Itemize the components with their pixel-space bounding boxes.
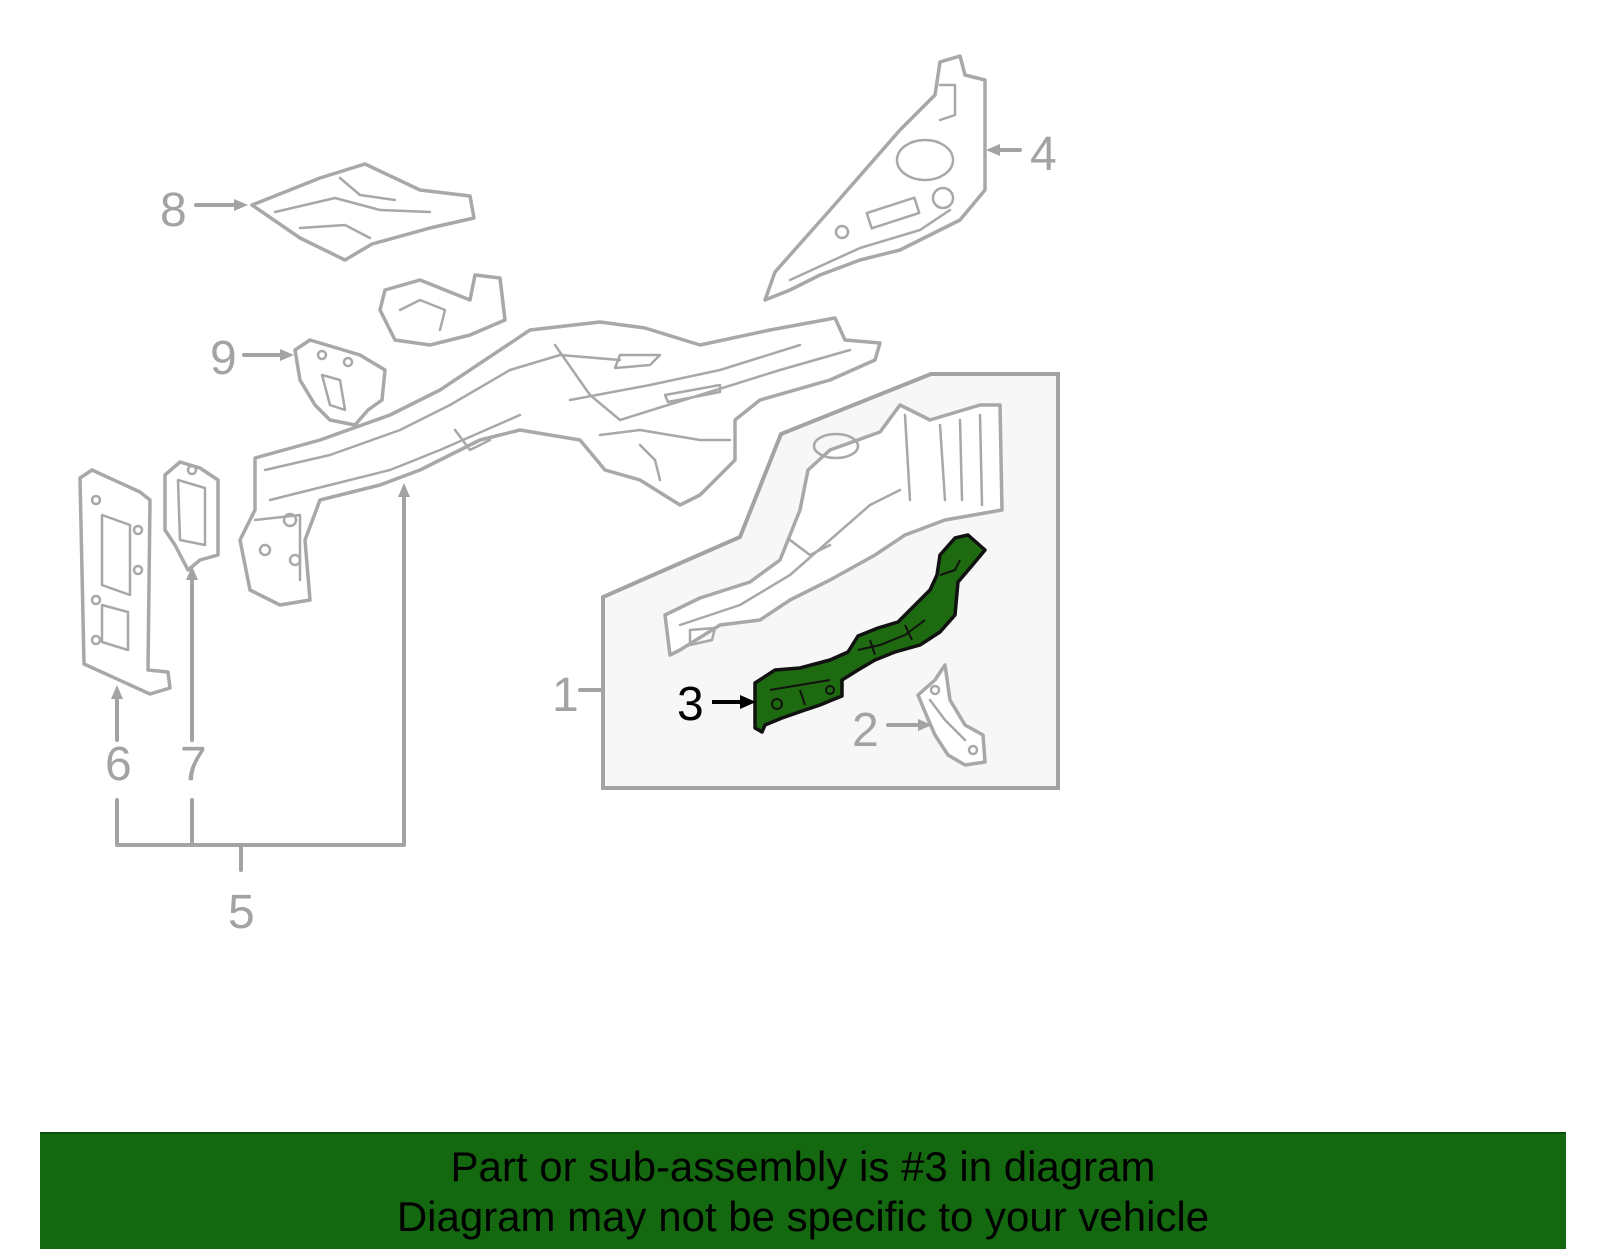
banner-line-1: Part or sub-assembly is #3 in diagram (450, 1143, 1156, 1190)
banner-line-2: Diagram may not be specific to your vehi… (396, 1193, 1210, 1240)
part-3-highlighted[interactable] (753, 533, 987, 734)
callout-8: 8 (160, 184, 187, 237)
leader-lines (111, 144, 1022, 872)
callout-2: 2 (852, 704, 879, 757)
part-5-frame-rail[interactable] (238, 273, 882, 607)
info-banner: Part or sub-assembly is #3 in diagram Di… (40, 1132, 1566, 1249)
part-9-bracket[interactable] (293, 338, 387, 427)
callout-9: 9 (210, 332, 237, 385)
part-2-bracket[interactable] (916, 663, 987, 767)
part-1-assembly[interactable] (663, 403, 1004, 657)
part-7-bracket[interactable] (163, 460, 220, 572)
part-6-plate[interactable] (78, 468, 172, 696)
part-8-plate[interactable] (250, 162, 476, 262)
callout-6: 6 (105, 738, 132, 791)
callout-5: 5 (228, 886, 255, 939)
callout-3: 3 (677, 678, 704, 731)
callout-4: 4 (1030, 128, 1057, 181)
callout-7: 7 (180, 738, 207, 791)
callout-1: 1 (552, 669, 579, 722)
part-4-side-panel[interactable] (763, 54, 987, 302)
